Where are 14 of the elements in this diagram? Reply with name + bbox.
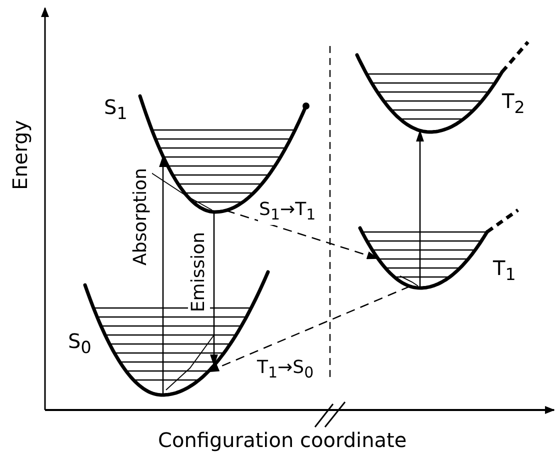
arrow: [210, 212, 218, 366]
axis-title: Energy: [8, 120, 32, 190]
state-label: T$_{1}$: [493, 257, 516, 286]
arrow: [416, 130, 424, 288]
axis-title: Configuration coordinate: [158, 428, 407, 452]
arrow: [207, 286, 410, 372]
arrow: [226, 210, 379, 260]
arrow: [159, 155, 167, 395]
state-label: S$_{0}$: [68, 330, 92, 359]
edge-label: Emission: [188, 232, 210, 312]
edge-label: S$_{1}$→T$_{1}$: [258, 200, 317, 225]
edge-label: Absorption: [130, 168, 152, 266]
state-label: S$_{1}$: [104, 96, 128, 125]
state-label: T$_{2}$: [502, 90, 525, 119]
